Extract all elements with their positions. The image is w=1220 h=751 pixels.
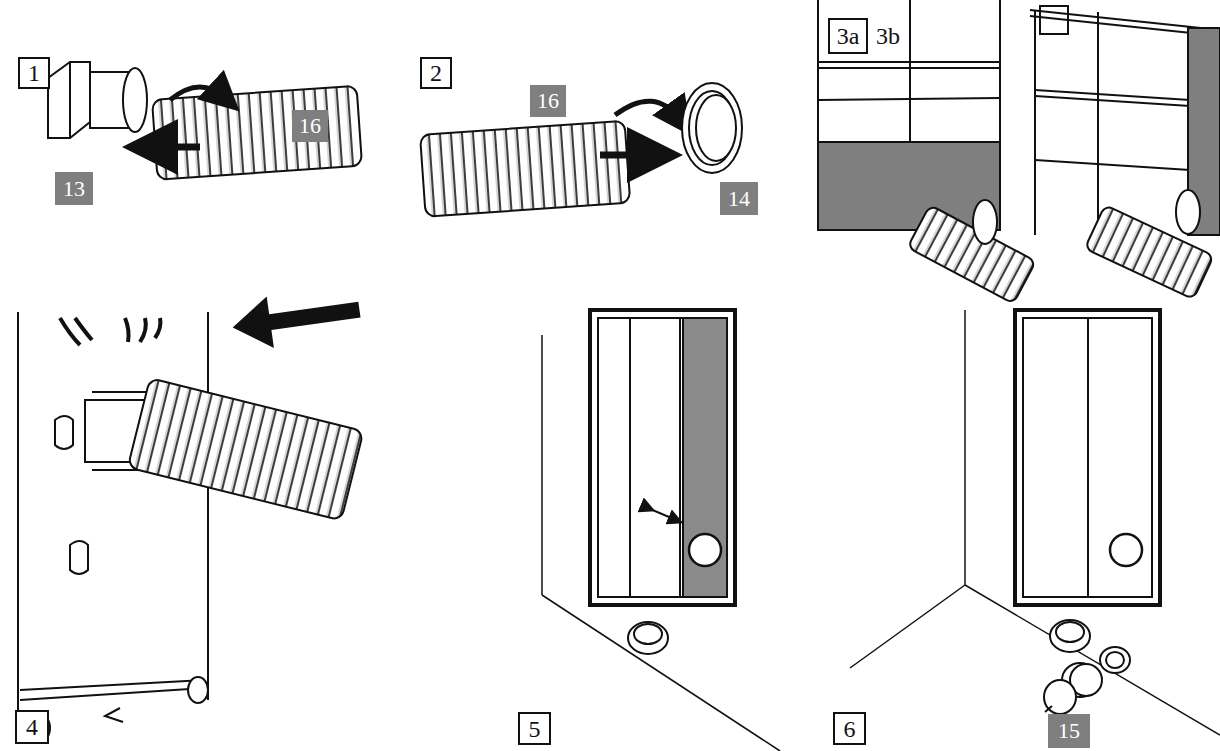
push-arrow xyxy=(600,152,655,159)
window-3b xyxy=(1030,10,1220,235)
insert-arrow xyxy=(229,284,363,353)
twist-arrow xyxy=(615,101,680,120)
adapter-13 xyxy=(48,62,147,138)
air-conditioner xyxy=(18,312,208,743)
callout-number: 13 xyxy=(55,172,93,205)
callout-number: 15 xyxy=(1048,714,1090,748)
step-number: 4 xyxy=(15,710,49,744)
hose xyxy=(128,378,364,520)
hose xyxy=(907,205,1035,304)
hose-16 xyxy=(152,86,362,180)
window-ring-14 xyxy=(682,83,742,173)
hose-16 xyxy=(420,121,630,217)
callout-number: 14 xyxy=(720,182,758,215)
step-number: 5 xyxy=(518,712,551,745)
step-number: 6 xyxy=(833,712,866,745)
step-number: 3a xyxy=(828,18,868,54)
push-arrow xyxy=(150,144,200,151)
ring-set-15 xyxy=(1044,620,1130,714)
step-number: 1 xyxy=(18,57,50,89)
step-number: 2 xyxy=(420,57,452,89)
wall-corner xyxy=(850,310,1220,735)
window-ring xyxy=(628,622,668,654)
callout-number: 16 xyxy=(530,85,566,117)
step-number: 3b xyxy=(868,18,908,54)
sliding-window xyxy=(590,310,735,605)
twist-arrow xyxy=(170,87,225,100)
window-3a xyxy=(818,0,1000,230)
wall xyxy=(542,335,780,751)
callout-number: 16 xyxy=(292,110,328,142)
window xyxy=(1015,310,1160,605)
slide-arrow xyxy=(648,508,676,520)
